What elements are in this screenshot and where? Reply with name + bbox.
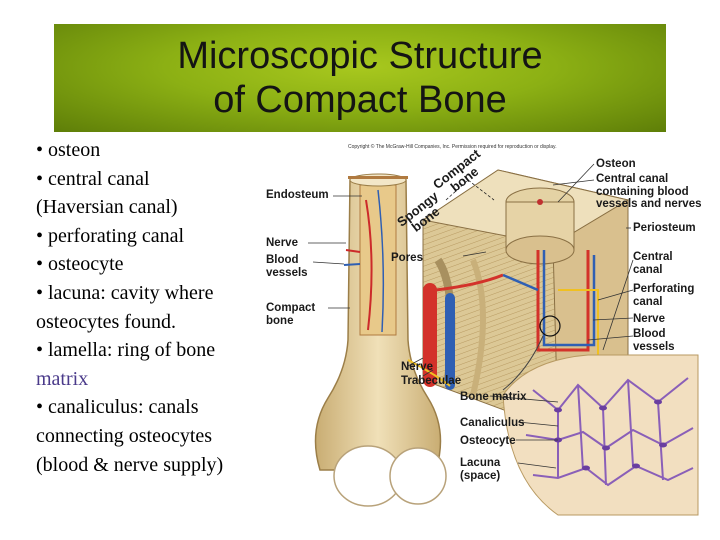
label-osteocyte: Osteocyte	[460, 435, 516, 447]
bullet-lamella: • lamella: ring of bone matrix	[36, 336, 241, 393]
bullet-perforating-canal: • perforating canal	[36, 224, 185, 247]
magnify-pointer	[502, 335, 544, 391]
label-central-canal: Central canal containing blood vessels a…	[596, 173, 702, 210]
label-canaliculus: Canaliculus	[460, 417, 525, 429]
label-nerve-right: Nerve	[633, 313, 665, 325]
bullet-osteocyte: • osteocyte	[36, 253, 124, 276]
compact-bone-diagram: Copyright © The McGraw-Hill Companies, I…	[258, 140, 718, 540]
bullet-list: • osteon • central canal (Haversian cana…	[36, 136, 241, 479]
label-bone-matrix: Bone matrix	[460, 391, 527, 403]
label-lacuna: Lacuna (space)	[460, 457, 501, 482]
label-trabeculae: Trabeculae	[401, 375, 462, 387]
title-line-1: Microscopic Structure	[177, 35, 543, 77]
label-pores: Pores	[391, 252, 423, 264]
osteocyte-dots	[554, 399, 667, 471]
label-nerve-bottom: Nerve	[401, 361, 433, 373]
label-nerve-left: Nerve	[266, 237, 298, 249]
right-leaders	[407, 163, 634, 469]
label-osteon: Osteon	[596, 158, 636, 170]
bullet-canaliculus: • canaliculus: canals connecting osteocy…	[36, 396, 224, 476]
label-blood-vessels-right: Blood vessels	[633, 328, 675, 353]
vessels	[407, 250, 599, 390]
bullet-osteon: • osteon	[36, 139, 101, 161]
long-bone	[314, 173, 447, 507]
label-endosteum: Endosteum	[266, 189, 329, 201]
title-line-2: of Compact Bone	[213, 79, 507, 121]
magnify-circle	[539, 315, 561, 337]
micrograph-inset	[502, 354, 699, 516]
label-compact-bone: Compact bone	[266, 302, 316, 327]
copyright-note: Copyright © The McGraw-Hill Companies, I…	[348, 144, 557, 150]
label-blood-vessels-left: Blood vessels	[266, 254, 308, 279]
title-banner: Microscopic Structure of Compact Bone	[54, 24, 666, 132]
label-central-canal-2: Central canal	[633, 251, 673, 276]
left-leaders	[308, 195, 362, 309]
bullet-lamella-matrix: matrix	[36, 367, 89, 390]
bullet-lacuna: • lacuna: cavity where osteocytes found.	[36, 281, 214, 333]
label-perforating-canal: Perforating canal	[633, 283, 695, 308]
bullet-central-canal: • central canal (Haversian canal)	[36, 167, 178, 219]
bone-arc-bracket	[445, 179, 495, 201]
bullet-lamella-text: • lamella: ring of bone	[36, 339, 216, 362]
label-periosteum: Periosteum	[633, 222, 696, 234]
slide-title: Microscopic Structure of Compact Bone	[54, 24, 666, 122]
bone-illustration	[308, 163, 699, 516]
